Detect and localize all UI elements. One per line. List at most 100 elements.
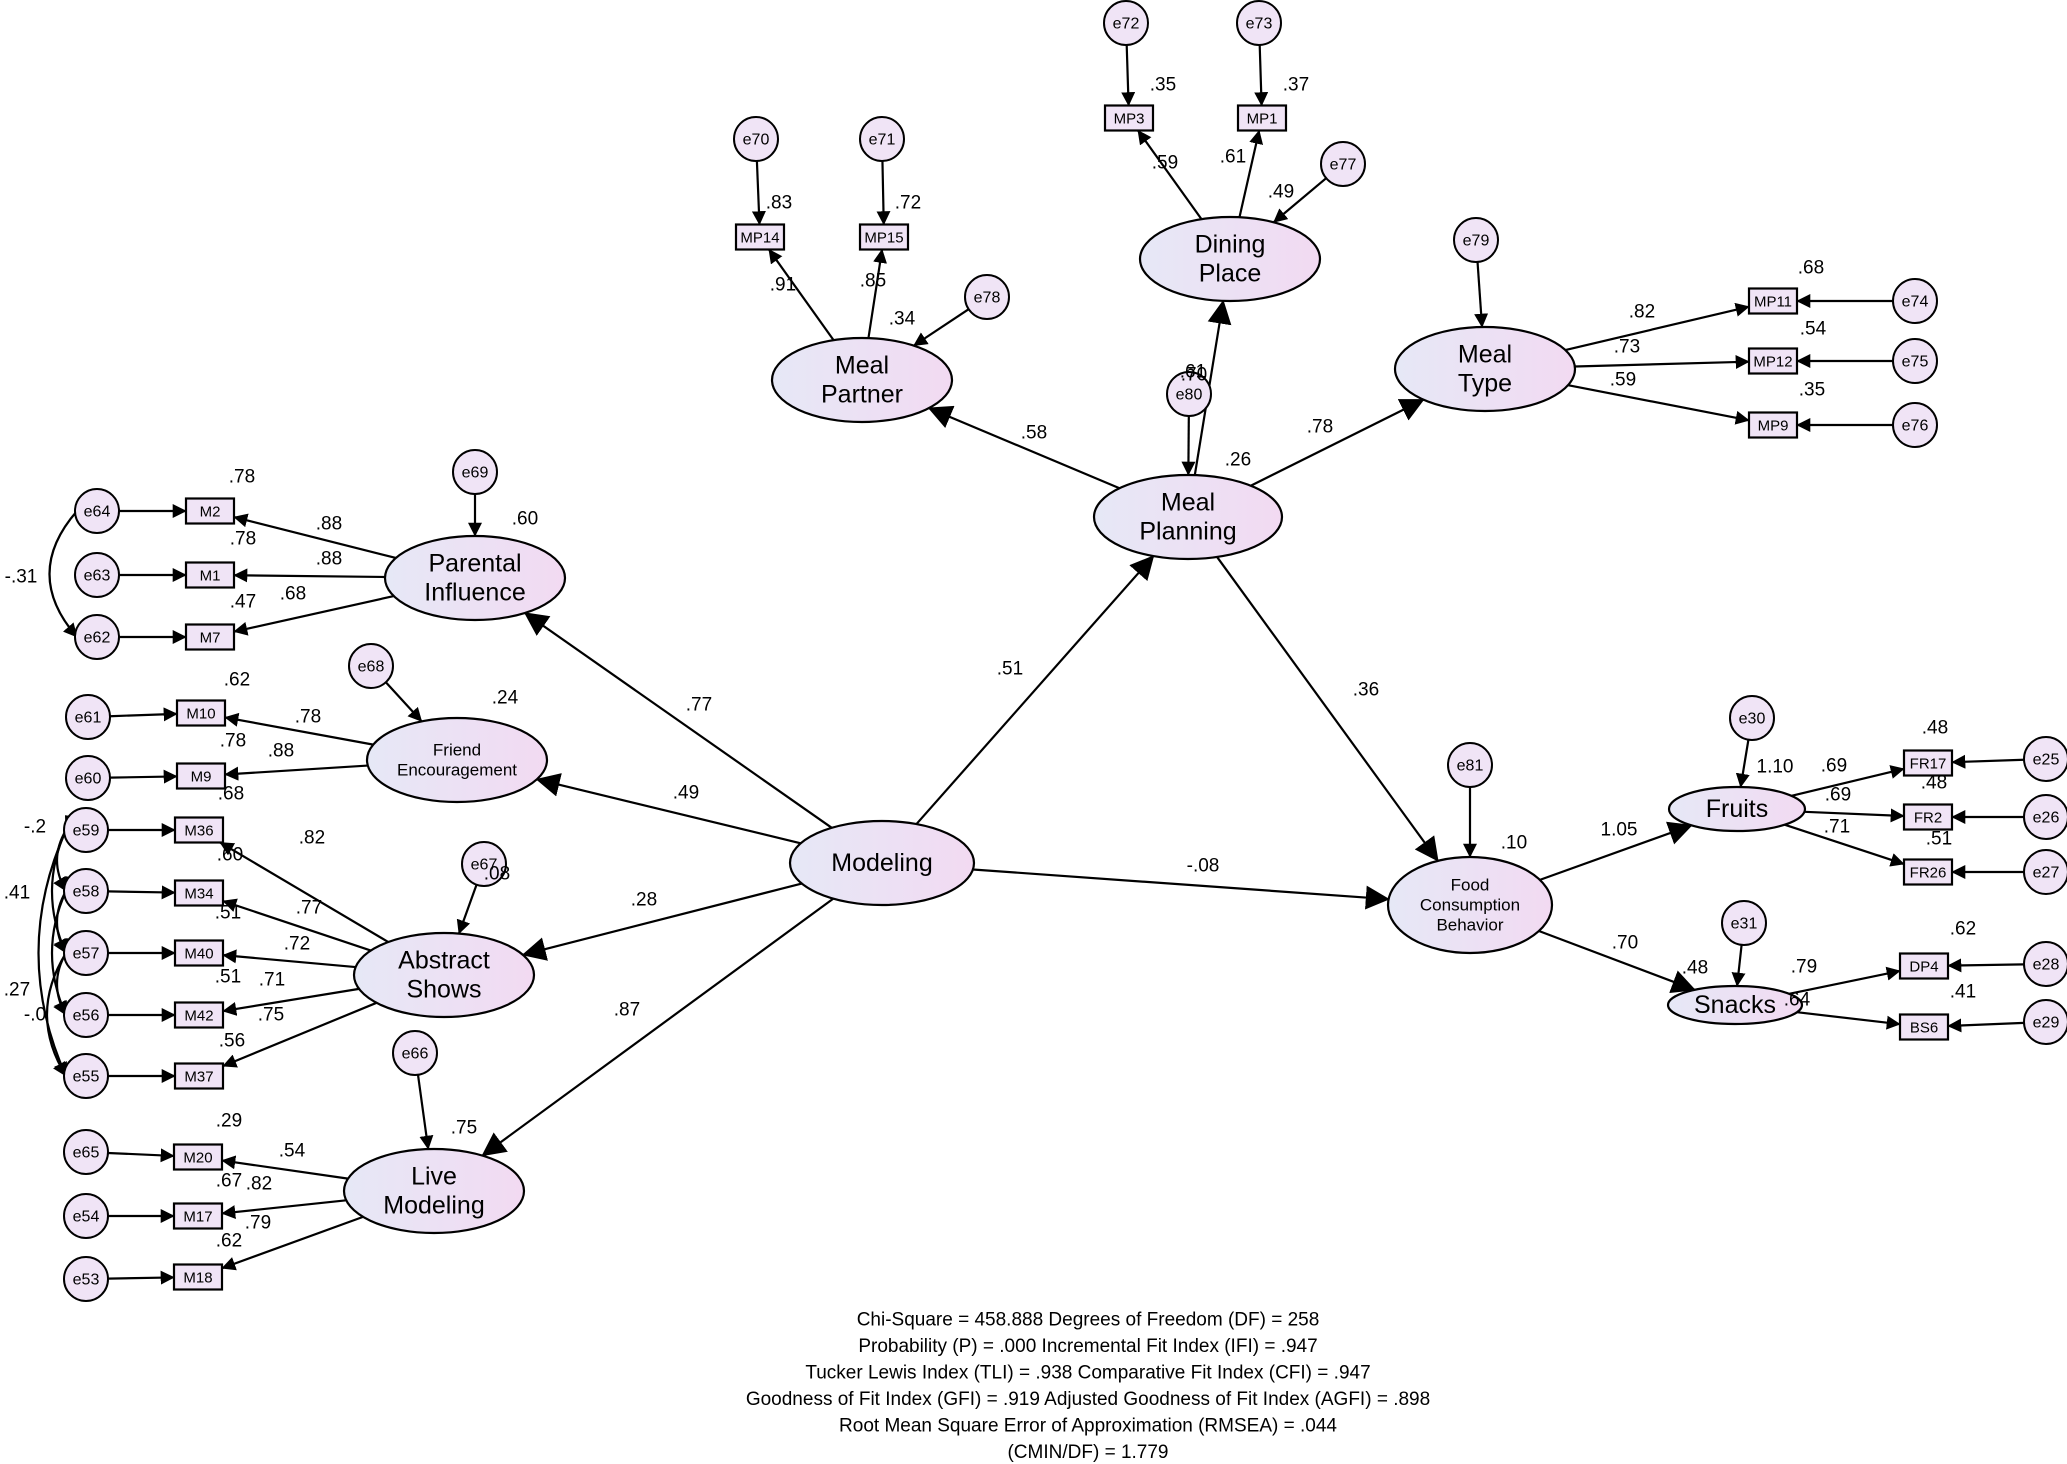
path-coefficient: .36 bbox=[1353, 680, 1379, 701]
path-friend-to-M9 bbox=[224, 764, 368, 781]
path-e71-to-MP15 bbox=[876, 160, 891, 226]
latent-ellipse bbox=[788, 819, 976, 907]
observed-box bbox=[184, 497, 236, 525]
latent-label: Planning bbox=[1139, 518, 1236, 546]
error-e25: e25 bbox=[2023, 736, 2067, 782]
observed-label: M36 bbox=[184, 823, 213, 840]
latent-label: Parental bbox=[428, 550, 521, 578]
path-coefficient: .69 bbox=[1825, 785, 1851, 806]
observed-label: FR26 bbox=[1910, 865, 1947, 882]
latent-label: Influence bbox=[424, 579, 525, 607]
error-circle bbox=[1721, 900, 1767, 946]
error-label: e81 bbox=[1457, 758, 1484, 775]
observed-box bbox=[734, 223, 786, 251]
path-meal_type-to-MP11 bbox=[1565, 302, 1750, 352]
error-circle bbox=[2023, 794, 2067, 840]
path-coefficient: .82 bbox=[246, 1174, 272, 1195]
error-label: e72 bbox=[1113, 16, 1140, 33]
path-coefficient: .79 bbox=[1791, 957, 1817, 978]
error-label: e55 bbox=[73, 1069, 100, 1086]
observed-m10: M10 bbox=[175, 699, 227, 727]
path-coefficient: .51 bbox=[215, 903, 241, 924]
error-e64: e64 bbox=[74, 488, 120, 534]
path-fruits-to-FR2 bbox=[1804, 808, 1905, 823]
observed-label: M42 bbox=[184, 1008, 213, 1025]
error-e55: e55 bbox=[63, 1053, 109, 1099]
path-coefficient: .69 bbox=[1821, 756, 1847, 777]
error-circle bbox=[2023, 736, 2067, 782]
observed-label: MP3 bbox=[1114, 111, 1145, 128]
path-coefficient: .64 bbox=[1784, 990, 1811, 1011]
latent-label: Place bbox=[1199, 260, 1262, 288]
error-label: e76 bbox=[1902, 418, 1929, 435]
latent-fruits: Fruits bbox=[1667, 785, 1807, 833]
observed-box bbox=[1898, 952, 1950, 980]
error-e66: e66 bbox=[392, 1030, 438, 1076]
path-coefficient: -.2 bbox=[24, 817, 46, 838]
path-coefficient: .61 bbox=[1180, 362, 1206, 383]
path-coefficient: .60 bbox=[217, 845, 243, 866]
path-e67-to-abstract bbox=[456, 884, 478, 935]
path-e72-to-MP3 bbox=[1121, 44, 1136, 107]
error-e72: e72 bbox=[1103, 0, 1149, 46]
observed-label: MP15 bbox=[864, 230, 903, 247]
path-coefficient: .54 bbox=[1800, 319, 1827, 340]
error-circle bbox=[65, 755, 111, 801]
error-e77: e77 bbox=[1320, 141, 1366, 187]
error-e58: e58 bbox=[63, 868, 109, 914]
latent-label: Shows bbox=[406, 976, 481, 1004]
observed-label: MP9 bbox=[1758, 418, 1789, 435]
latent-label: Friend bbox=[433, 741, 481, 760]
latent-label: Type bbox=[1458, 370, 1512, 398]
path-coefficient: .87 bbox=[614, 1000, 640, 1021]
fit-index-line: (CMIN/DF) = 1.779 bbox=[1007, 1442, 1168, 1463]
path-coefficient: .77 bbox=[296, 898, 322, 919]
path-coefficient: .28 bbox=[631, 890, 657, 911]
path-meal_planning-to-meal_type bbox=[1250, 398, 1425, 487]
path-coefficient: .82 bbox=[299, 828, 325, 849]
observed-box bbox=[175, 699, 227, 727]
path-coefficient: 1.05 bbox=[1601, 820, 1638, 841]
error-circle bbox=[1729, 695, 1775, 741]
observed-label: DP4 bbox=[1909, 959, 1938, 976]
error-label: e57 bbox=[73, 946, 100, 963]
path-coefficient: .48 bbox=[1682, 958, 1708, 979]
error-circle bbox=[1447, 742, 1493, 788]
error-label: e66 bbox=[402, 1046, 429, 1063]
error-circle bbox=[452, 449, 498, 495]
path-coefficient: .54 bbox=[279, 1141, 306, 1162]
path-coefficient: .82 bbox=[1629, 302, 1655, 323]
error-e79: e79 bbox=[1453, 217, 1499, 263]
path-meal_partner-to-MP15 bbox=[867, 248, 887, 339]
observed-box bbox=[184, 561, 236, 589]
latent-snacks: Snacks bbox=[1666, 984, 1804, 1026]
path-coefficient: .91 bbox=[770, 275, 796, 296]
path-parental-to-M1 bbox=[233, 568, 386, 583]
fit-index-line: Probability (P) = .000 Incremental Fit I… bbox=[858, 1336, 1317, 1357]
error-label: e30 bbox=[1739, 711, 1766, 728]
observed-m1: M1 bbox=[184, 561, 236, 589]
path-coefficient: .35 bbox=[1150, 75, 1176, 96]
path-coefficient: .29 bbox=[216, 1111, 242, 1132]
latent-ellipse bbox=[365, 716, 549, 804]
error-e65: e65 bbox=[63, 1129, 109, 1175]
error-circle bbox=[63, 807, 109, 853]
error-circle bbox=[63, 992, 109, 1038]
error-label: e60 bbox=[75, 771, 102, 788]
error-label: e29 bbox=[2033, 1015, 2060, 1032]
fit-index-line: Tucker Lewis Index (TLI) = .938 Comparat… bbox=[805, 1363, 1370, 1384]
latent-label: Modeling bbox=[383, 1192, 484, 1220]
path-coefficient: .62 bbox=[224, 670, 250, 691]
error-e28: e28 bbox=[2023, 941, 2067, 987]
error-circle bbox=[63, 930, 109, 976]
error-label: e26 bbox=[2033, 810, 2060, 827]
latent-ellipse bbox=[352, 931, 536, 1019]
observed-label: BS6 bbox=[1910, 1020, 1938, 1037]
latent-ellipse bbox=[1092, 473, 1284, 561]
path-e68-to-friend bbox=[385, 681, 423, 723]
path-live-to-M18 bbox=[221, 1215, 364, 1271]
path-coefficient: .72 bbox=[284, 934, 310, 955]
